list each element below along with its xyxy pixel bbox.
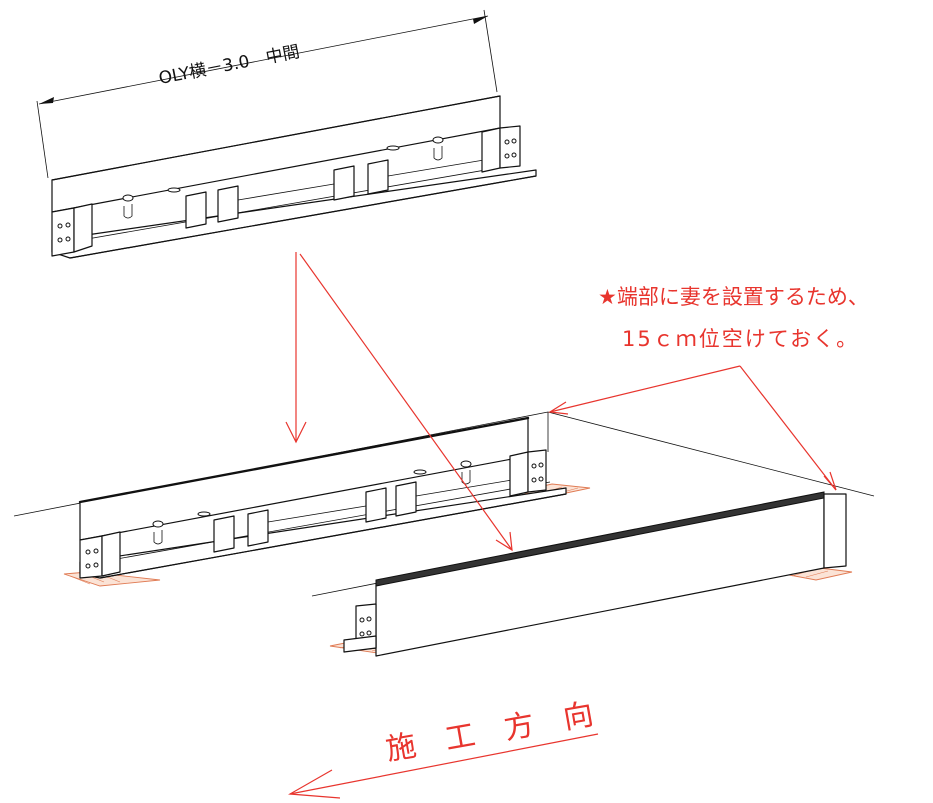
beam-front [329,491,853,657]
beam-top [51,95,537,259]
note-line-1: ★端部に妻を設置するため、 [598,285,869,309]
alignment-line-diagonal [547,411,875,497]
movement-arrows [285,252,513,552]
construction-direction-arrow [288,733,599,799]
dimension-label: OLY横－3.0 中間 [157,42,301,89]
direction-label: 施 工 方 向 [383,697,596,768]
dimension-line [36,9,498,179]
note-line-2: 15ｃｍ位空けておく。 [622,327,859,351]
beam-placed [63,412,591,587]
gap-annotation-arrows [548,365,837,491]
